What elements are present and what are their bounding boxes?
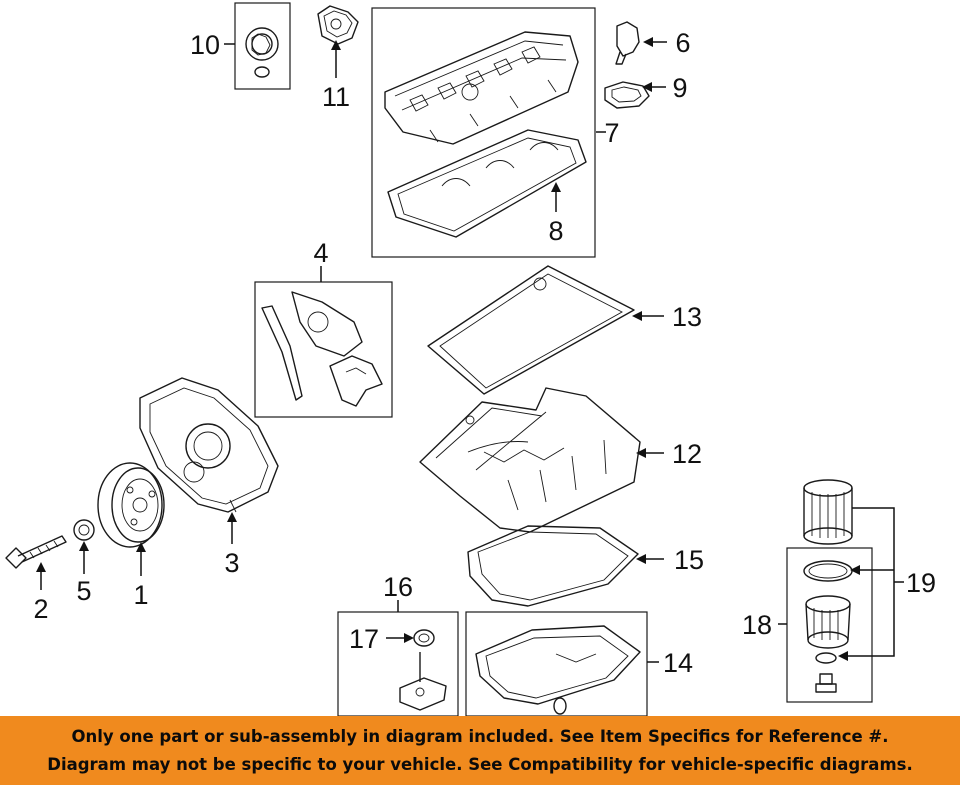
callout-3: 3: [224, 548, 239, 578]
callout-19: 19: [906, 568, 936, 598]
callout-11: 11: [322, 82, 350, 112]
part-5-washer-drawing: [73, 519, 95, 541]
part-8-gasket-drawing: [387, 129, 587, 238]
callout-12: 12: [672, 439, 702, 469]
callout-15: 15: [674, 545, 704, 575]
callout-6: 6: [675, 28, 690, 58]
callout-4: 4: [313, 238, 328, 268]
callout-5: 5: [76, 576, 91, 606]
disclaimer-line-2: Diagram may not be specific to your vehi…: [47, 754, 913, 774]
part-17-seal-drawing: [413, 629, 435, 647]
part-2-bolt-drawing: [5, 535, 67, 569]
disclaimer-banner: Only one part or sub-assembly in diagram…: [0, 716, 960, 785]
part-9-gasket-drawing: [604, 81, 650, 109]
part-7-valve-cover-drawing: [384, 31, 579, 145]
part-6-sensor-drawing: [615, 21, 640, 65]
leader-lines: [36, 37, 904, 663]
part-12-oil-pan-drawing: [419, 387, 641, 533]
disclaimer-line-1: Only one part or sub-assembly in diagram…: [71, 726, 889, 746]
callout-7: 7: [604, 118, 619, 148]
part-18-drain-plug-drawing: [815, 673, 837, 693]
callout-numbers: 1 2 3 4 5 6 7 8 9 10 11 12 13 14 15 16 1…: [33, 28, 936, 678]
part-16-oil-level-sensor-drawing: [399, 652, 447, 711]
callout-16: 16: [383, 572, 413, 602]
callout-2: 2: [33, 594, 48, 624]
box-part-7: [371, 7, 596, 258]
callout-9: 9: [672, 73, 687, 103]
part-15-gasket-drawing: [467, 525, 639, 607]
part-3-timing-cover-drawing: [139, 377, 279, 513]
engine-parts-diagram: 1 2 3 4 5 6 7 8 9 10 11 12 13 14 15 16 1…: [5, 2, 936, 716]
part-10-seal-drawing: [245, 27, 279, 78]
part-19-filter-element-drawing: [803, 479, 853, 545]
callout-17: 17: [349, 624, 379, 654]
part-1-pulley-drawing: [97, 462, 165, 548]
callout-10: 10: [190, 30, 220, 60]
callout-18: 18: [742, 610, 772, 640]
box-part-4: [254, 281, 393, 418]
part-14-oil-pan-drawing: [475, 625, 641, 715]
box-part-10: [234, 2, 291, 90]
callout-8: 8: [548, 216, 563, 246]
callout-14: 14: [663, 648, 693, 678]
callout-13: 13: [672, 302, 702, 332]
part-13-gasket-drawing: [427, 265, 635, 395]
callout-1: 1: [133, 580, 148, 610]
part-11-sensor-drawing: [317, 5, 359, 45]
part-18-filter-housing-drawing: [805, 595, 851, 649]
part-19-o-ring-drawing: [803, 560, 853, 582]
box-part-18: [786, 547, 873, 703]
box-part-14: [465, 611, 648, 716]
part-19-washer-drawing: [815, 652, 837, 664]
part-4-gasket-set-drawing: [261, 291, 383, 407]
